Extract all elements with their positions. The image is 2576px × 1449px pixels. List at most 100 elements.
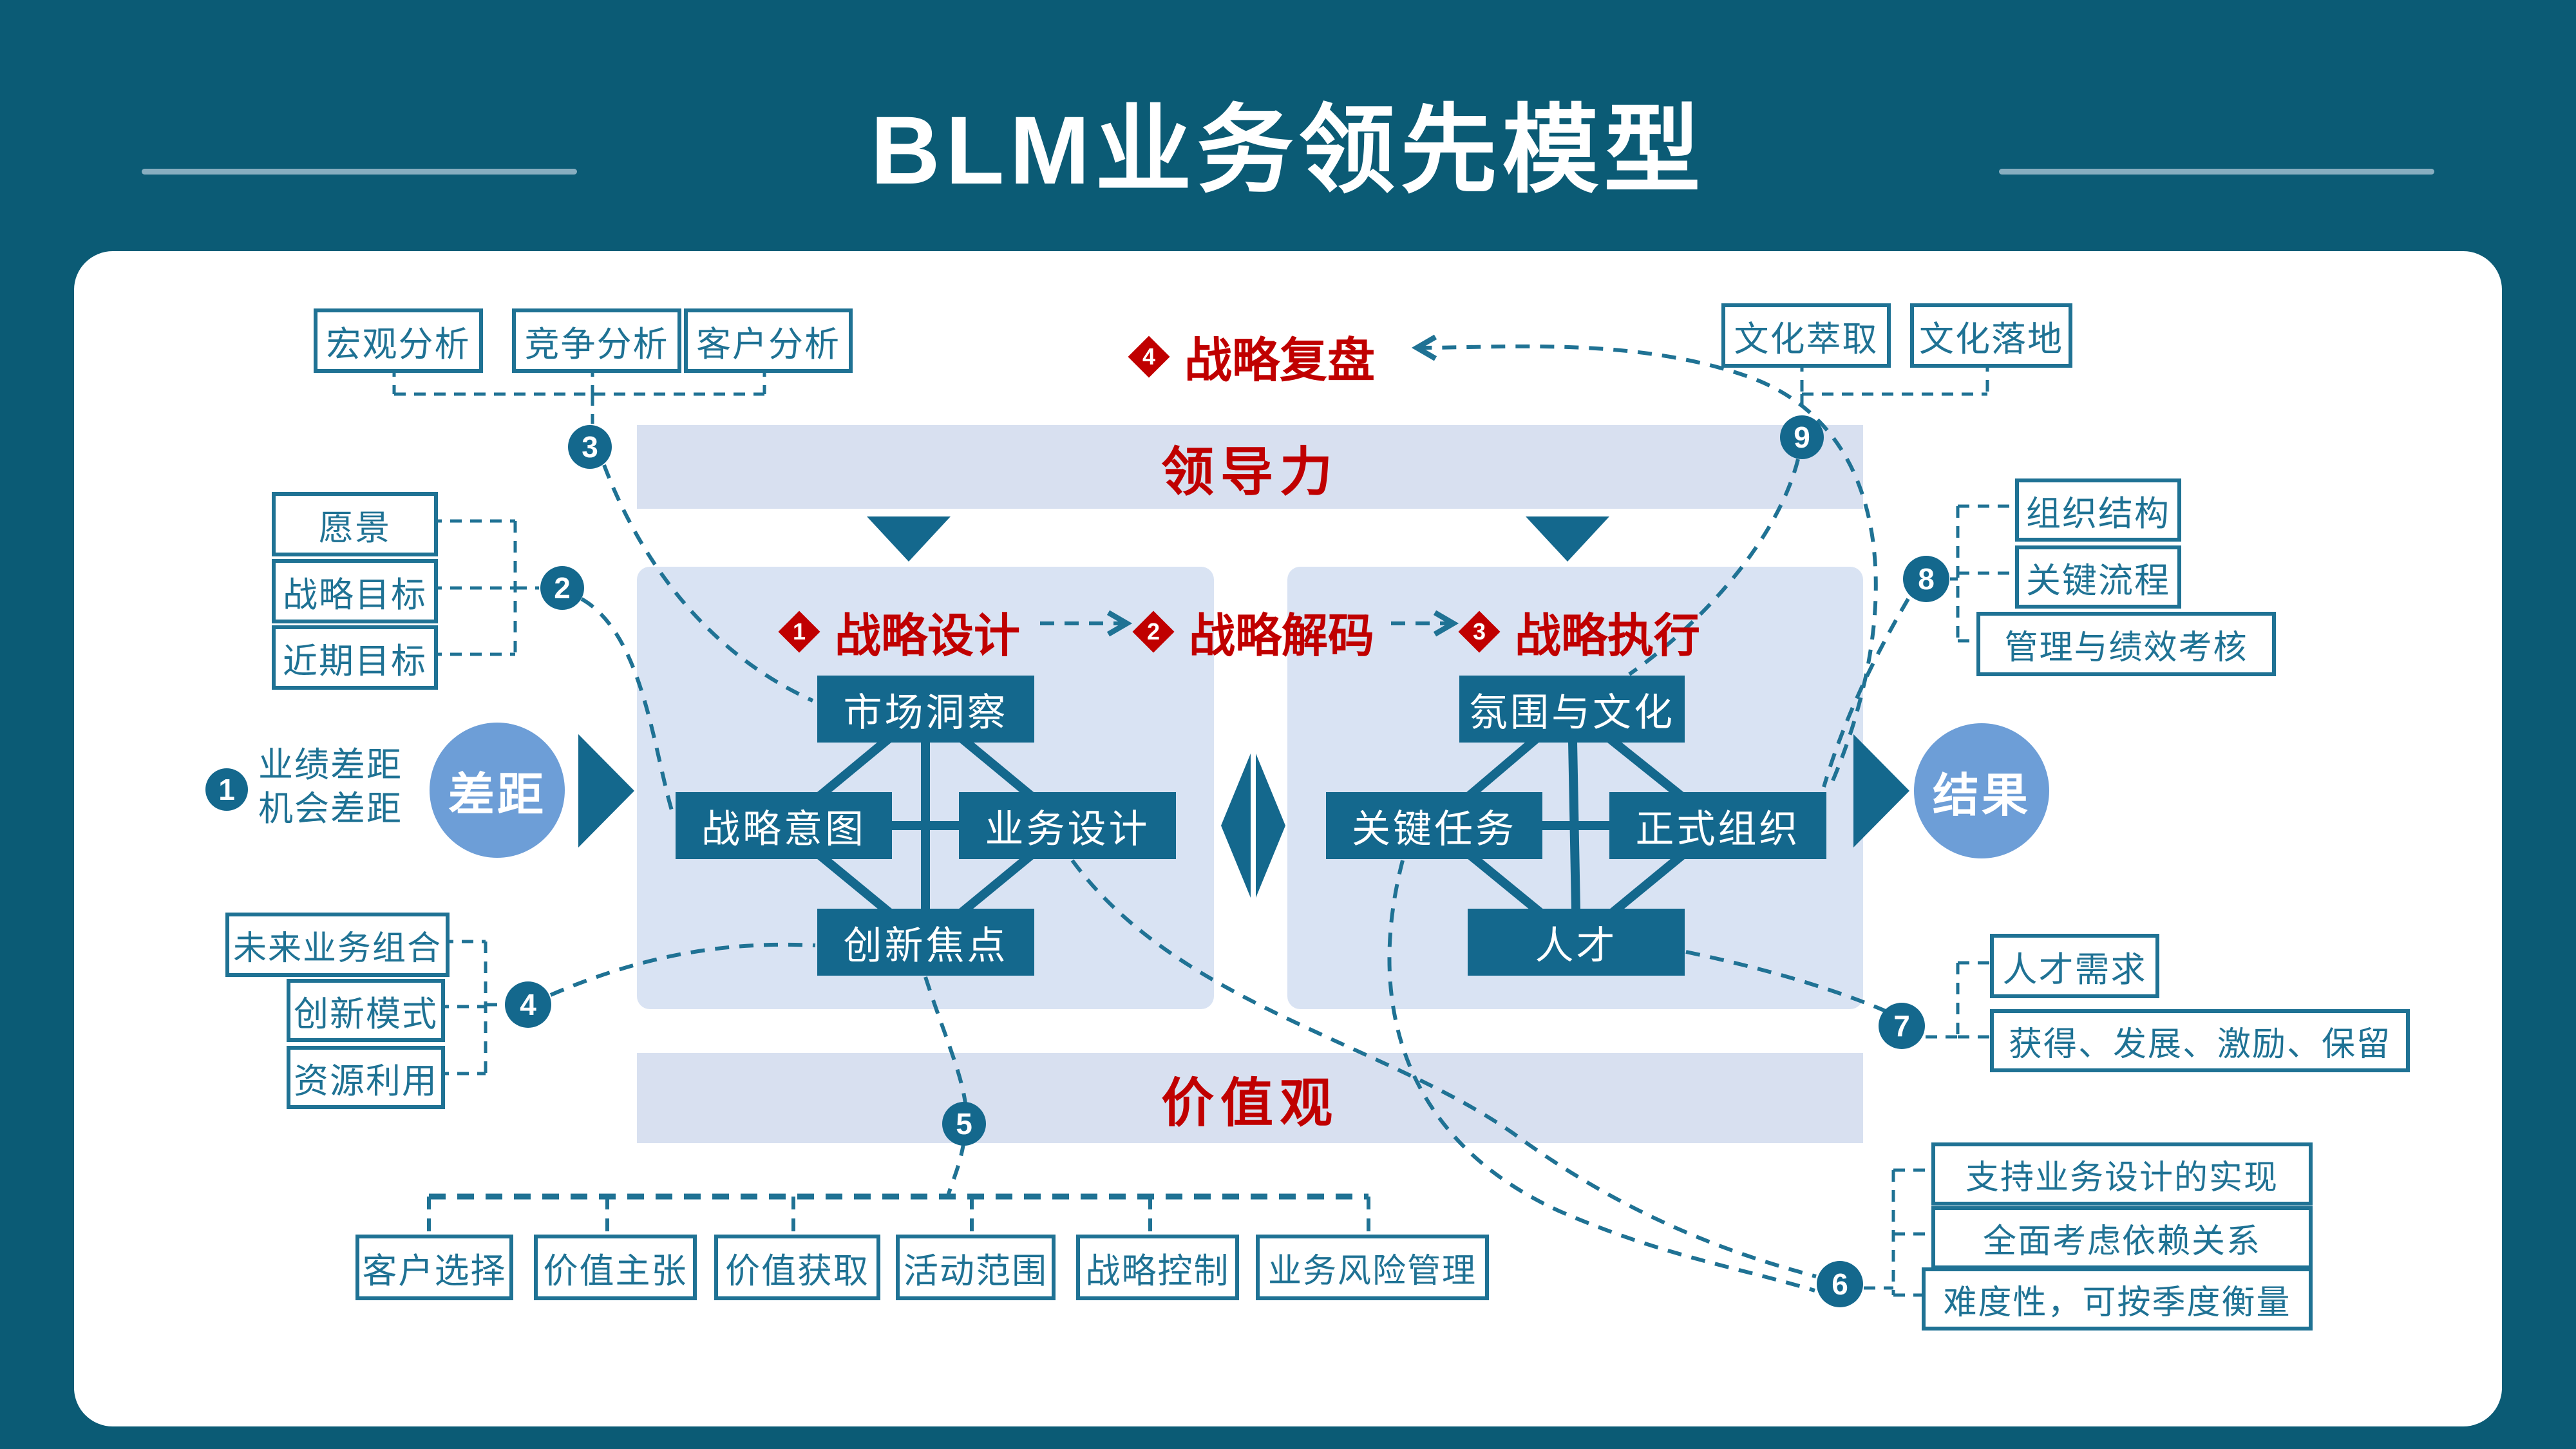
- values-bar: 价值观: [637, 1053, 1863, 1143]
- box-value-proposition: 价值主张: [534, 1235, 697, 1300]
- title-decor-line-left: [142, 169, 577, 175]
- badge-3-num: 3: [582, 430, 598, 464]
- gap-circle-label: 差距: [448, 769, 546, 821]
- box-future-portfolio: 未来业务组合: [225, 913, 450, 977]
- key-tasks-label: 关键任务: [1352, 807, 1517, 851]
- box-resource-use: 资源利用: [287, 1046, 445, 1109]
- node-market-insight: 市场洞察: [817, 676, 1034, 743]
- badge-6: 6: [1817, 1261, 1863, 1307]
- box-dependencies: 全面考虑依赖关系: [1931, 1206, 2313, 1269]
- result-circle-label: 结果: [1932, 770, 2031, 822]
- badge-1: 1: [205, 768, 248, 811]
- box-support-bizdesign: 支持业务设计的实现: [1931, 1142, 2313, 1206]
- box-customer-selection: 客户选择: [355, 1235, 513, 1300]
- badge-9: 9: [1780, 415, 1824, 459]
- badge-7: 7: [1879, 1003, 1925, 1049]
- culture-extract-label: 文化萃取: [1734, 319, 1879, 359]
- macro-analysis-label: 宏观分析: [326, 325, 471, 364]
- box-strategic-control: 战略控制: [1076, 1235, 1239, 1300]
- node-innovation-focus: 创新焦点: [817, 909, 1034, 976]
- resource-use-label: 资源利用: [294, 1061, 438, 1101]
- value-proposition-label: 价值主张: [543, 1251, 688, 1291]
- title-decor-line-right: [1999, 169, 2434, 175]
- node-climate-culture: 氛围与文化: [1459, 676, 1685, 743]
- box-near-term-goal: 近期目标: [272, 625, 438, 690]
- box-competition-analysis: 竞争分析: [512, 308, 681, 373]
- step1-diamond-icon: 1: [778, 610, 820, 653]
- step-strategy-review: 4 战略复盘: [1128, 322, 1375, 391]
- node-key-tasks: 关键任务: [1326, 792, 1542, 859]
- value-capture-label: 价值获取: [725, 1251, 869, 1291]
- badge-2-num: 2: [554, 571, 571, 605]
- culture-landing-label: 文化落地: [1919, 319, 2063, 359]
- box-macro-analysis: 宏观分析: [314, 308, 483, 373]
- support-bizdesign-label: 支持业务设计的实现: [1965, 1159, 2278, 1197]
- badge-9-num: 9: [1794, 421, 1810, 454]
- management-kpi-label: 管理与绩效考核: [2004, 629, 2248, 667]
- badge-3: 3: [568, 425, 612, 469]
- leadership-label: 领导力: [1160, 442, 1339, 502]
- badge-1-num: 1: [218, 773, 235, 806]
- biz-risk-management-label: 业务风险管理: [1267, 1252, 1477, 1290]
- badge-4: 4: [505, 981, 551, 1028]
- org-structure-label: 组织结构: [2026, 494, 2170, 533]
- step4-label: 战略复盘: [1184, 334, 1375, 387]
- badge-8: 8: [1903, 556, 1949, 602]
- step1-label: 战略设计: [835, 611, 1021, 662]
- customer-analysis-label: 客户分析: [696, 325, 840, 364]
- page-title: BLM业务领先模型: [870, 95, 1706, 204]
- strategic-goal-label: 战略目标: [283, 575, 427, 614]
- gap-lines: 业绩差距 机会差距: [258, 744, 402, 831]
- badge-6-num: 6: [1832, 1267, 1848, 1301]
- box-customer-analysis: 客户分析: [684, 308, 853, 373]
- talent-label: 人才: [1535, 923, 1618, 967]
- box-innovation-mode: 创新模式: [287, 979, 445, 1042]
- activity-scope-label: 活动范围: [904, 1251, 1048, 1291]
- box-key-process: 关键流程: [2015, 545, 2181, 609]
- badge-7-num: 7: [1893, 1009, 1910, 1043]
- box-culture-extract: 文化萃取: [1721, 303, 1891, 368]
- box-strategic-goal: 战略目标: [272, 559, 438, 623]
- box-vision: 愿景: [272, 492, 438, 556]
- innovation-focus-label: 创新焦点: [843, 923, 1009, 967]
- market-insight-label: 市场洞察: [843, 690, 1009, 734]
- leadership-bar: 领导力: [637, 425, 1863, 509]
- result-circle: 结果: [1914, 723, 2049, 858]
- step-strategy-decode: 2 战略解码: [1132, 598, 1374, 665]
- innovation-mode-label: 创新模式: [294, 994, 438, 1034]
- performance-gap-label: 业绩差距: [258, 746, 402, 784]
- customer-selection-label: 客户选择: [362, 1251, 507, 1291]
- badge-2: 2: [540, 566, 584, 610]
- talent-lifecycle-label: 获得、发展、激励、保留: [2008, 1025, 2391, 1063]
- step3-diamond-icon: 3: [1458, 610, 1501, 653]
- box-difficulty-quarterly: 难度性，可按季度衡量: [1922, 1267, 2313, 1331]
- future-portfolio-label: 未来业务组合: [232, 929, 442, 967]
- dependencies-label: 全面考虑依赖关系: [1982, 1222, 2261, 1260]
- step-strategy-design: 1 战略设计: [778, 598, 1021, 665]
- box-biz-risk-management: 业务风险管理: [1256, 1235, 1489, 1300]
- near-term-goal-label: 近期目标: [283, 641, 427, 681]
- business-design-label: 业务设计: [985, 807, 1150, 851]
- node-business-design: 业务设计: [959, 792, 1176, 859]
- difficulty-quarterly-label: 难度性，可按季度衡量: [1943, 1283, 2291, 1321]
- talent-demand-label: 人才需求: [2002, 950, 2147, 989]
- strategic-control-label: 战略控制: [1085, 1251, 1230, 1291]
- box-org-structure: 组织结构: [2015, 478, 2181, 542]
- node-strategic-intent: 战略意图: [676, 792, 892, 859]
- step-strategy-execute: 3 战略执行: [1458, 598, 1701, 665]
- step3-label: 战略执行: [1515, 611, 1701, 662]
- box-management-kpi: 管理与绩效考核: [1976, 612, 2276, 676]
- step2-diamond-icon: 2: [1132, 610, 1175, 653]
- box-talent-demand: 人才需求: [1990, 934, 2159, 998]
- strategic-intent-label: 战略意图: [701, 807, 866, 851]
- box-talent-lifecycle: 获得、发展、激励、保留: [1990, 1009, 2410, 1072]
- step4-diamond-icon: 4: [1128, 335, 1170, 378]
- badge-4-num: 4: [520, 988, 536, 1021]
- key-process-label: 关键流程: [2026, 561, 2170, 600]
- badge-5: 5: [942, 1102, 986, 1146]
- opportunity-gap-label: 机会差距: [258, 789, 402, 828]
- gap-circle: 差距: [430, 723, 565, 858]
- box-culture-landing: 文化落地: [1910, 303, 2072, 368]
- badge-8-num: 8: [1918, 562, 1935, 596]
- values-label: 价值观: [1160, 1074, 1339, 1133]
